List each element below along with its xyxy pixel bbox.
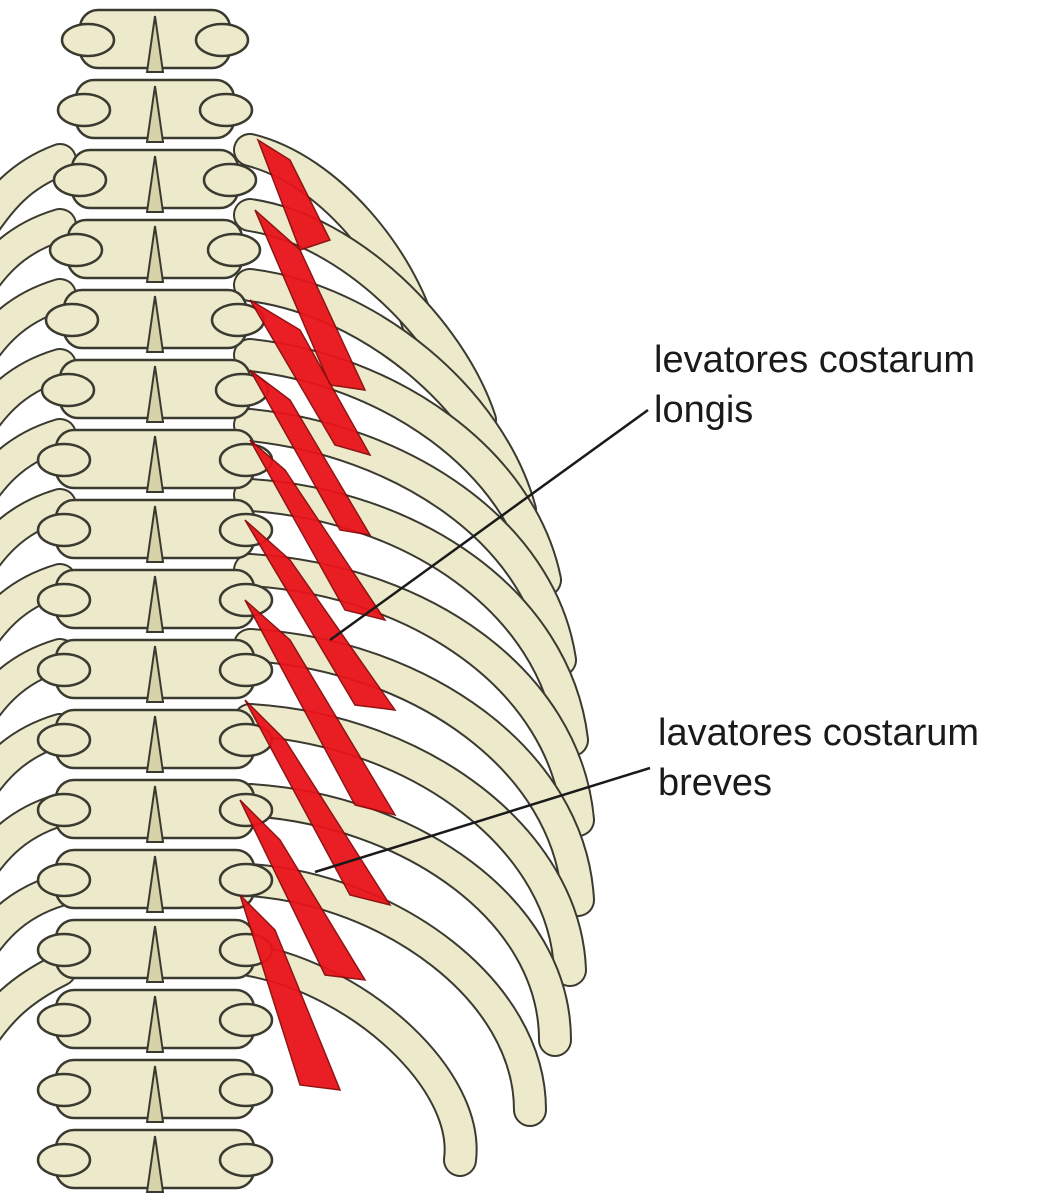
- spinous-process-6: [145, 365, 165, 423]
- left-rib-3: [0, 280, 75, 354]
- transverse-process-right-16: [218, 1072, 274, 1108]
- spinous-process-16: [145, 1065, 165, 1123]
- transverse-process-right-13: [218, 862, 274, 898]
- spinous-process-10: [145, 645, 165, 703]
- left-rib-11: [0, 875, 75, 949]
- levatores-muscle-8: [244, 699, 392, 907]
- levatores-muscles: [239, 138, 397, 1091]
- spinous-process-8: [145, 505, 165, 563]
- spinous-process-2: [145, 85, 165, 143]
- transverse-process-left-3: [52, 162, 108, 198]
- right-rib-12: [235, 945, 476, 1175]
- left-rib-6: [0, 490, 75, 564]
- spinous-process-14: [145, 925, 165, 983]
- spinous-process-11: [145, 715, 165, 773]
- levatores-muscle-10: [239, 894, 342, 1091]
- levatores-muscle-2: [254, 209, 367, 391]
- transverse-process-left-6: [40, 372, 96, 408]
- transverse-process-left-4: [48, 232, 104, 268]
- spinous-process-5: [145, 295, 165, 353]
- label-longis-line1: levatores costarum: [654, 339, 976, 381]
- right-rib-7: [235, 555, 593, 835]
- transverse-process-left-11: [36, 722, 92, 758]
- leader-lines: [314, 408, 651, 874]
- transverse-process-right-10: [218, 652, 274, 688]
- right-rib-8: [235, 630, 593, 915]
- transverse-process-left-8: [36, 512, 92, 548]
- levatores-muscle-7: [244, 599, 397, 817]
- transverse-process-left-5: [44, 302, 100, 338]
- transverse-process-right-4: [206, 232, 262, 268]
- transverse-process-left-16: [36, 1072, 92, 1108]
- spinous-process-9: [145, 575, 165, 633]
- left-rib-5: [0, 420, 75, 494]
- label-levatores-breves: lavatores costarum breves: [658, 708, 979, 808]
- transverse-process-left-9: [36, 582, 92, 618]
- transverse-process-left-13: [36, 862, 92, 898]
- levatores-muscle-4: [249, 369, 372, 537]
- spinous-process-4: [145, 225, 165, 283]
- transverse-process-right-15: [218, 1002, 274, 1038]
- transverse-process-right-1: [194, 22, 250, 58]
- levatores-muscle-6: [244, 519, 397, 711]
- levatores-muscle-9: [239, 799, 367, 981]
- transverse-process-left-17: [36, 1142, 92, 1178]
- transverse-process-left-14: [36, 932, 92, 968]
- transverse-process-left-15: [36, 1002, 92, 1038]
- transverse-process-left-1: [60, 22, 116, 58]
- spinous-process-17: [145, 1135, 165, 1193]
- levatores-muscle-5: [249, 439, 387, 622]
- left-rib-7: [0, 565, 75, 639]
- label-breves-line1: lavatores costarum: [658, 712, 980, 754]
- label-breves-line2: breves: [658, 762, 773, 804]
- transverse-process-right-2: [198, 92, 254, 128]
- spinous-process-13: [145, 855, 165, 913]
- left-rib-12: [0, 955, 75, 1038]
- levatores-muscle-3: [249, 299, 372, 457]
- transverse-process-left-2: [56, 92, 112, 128]
- spinous-process-3: [145, 155, 165, 213]
- label-longis-line2: longis: [654, 389, 754, 431]
- leader-line-longis: [329, 408, 649, 642]
- left-rib-4: [0, 350, 75, 424]
- leader-line-breves: [314, 766, 651, 874]
- transverse-process-right-3: [202, 162, 258, 198]
- transverse-process-left-10: [36, 652, 92, 688]
- right-rib-6: [235, 480, 587, 755]
- transverse-process-right-17: [218, 1142, 274, 1178]
- label-levatores-longis: levatores costarum longis: [654, 335, 975, 435]
- vertebral-column: [36, 8, 274, 1193]
- left-rib-2: [0, 210, 75, 284]
- transverse-process-left-7: [36, 442, 92, 478]
- spinous-process-12: [145, 785, 165, 843]
- spinous-process-1: [145, 15, 165, 73]
- spinous-process-15: [145, 995, 165, 1053]
- levatores-muscle-1: [256, 138, 332, 251]
- spinous-process-7: [145, 435, 165, 493]
- transverse-process-left-12: [36, 792, 92, 828]
- left-rib-1: [0, 145, 75, 228]
